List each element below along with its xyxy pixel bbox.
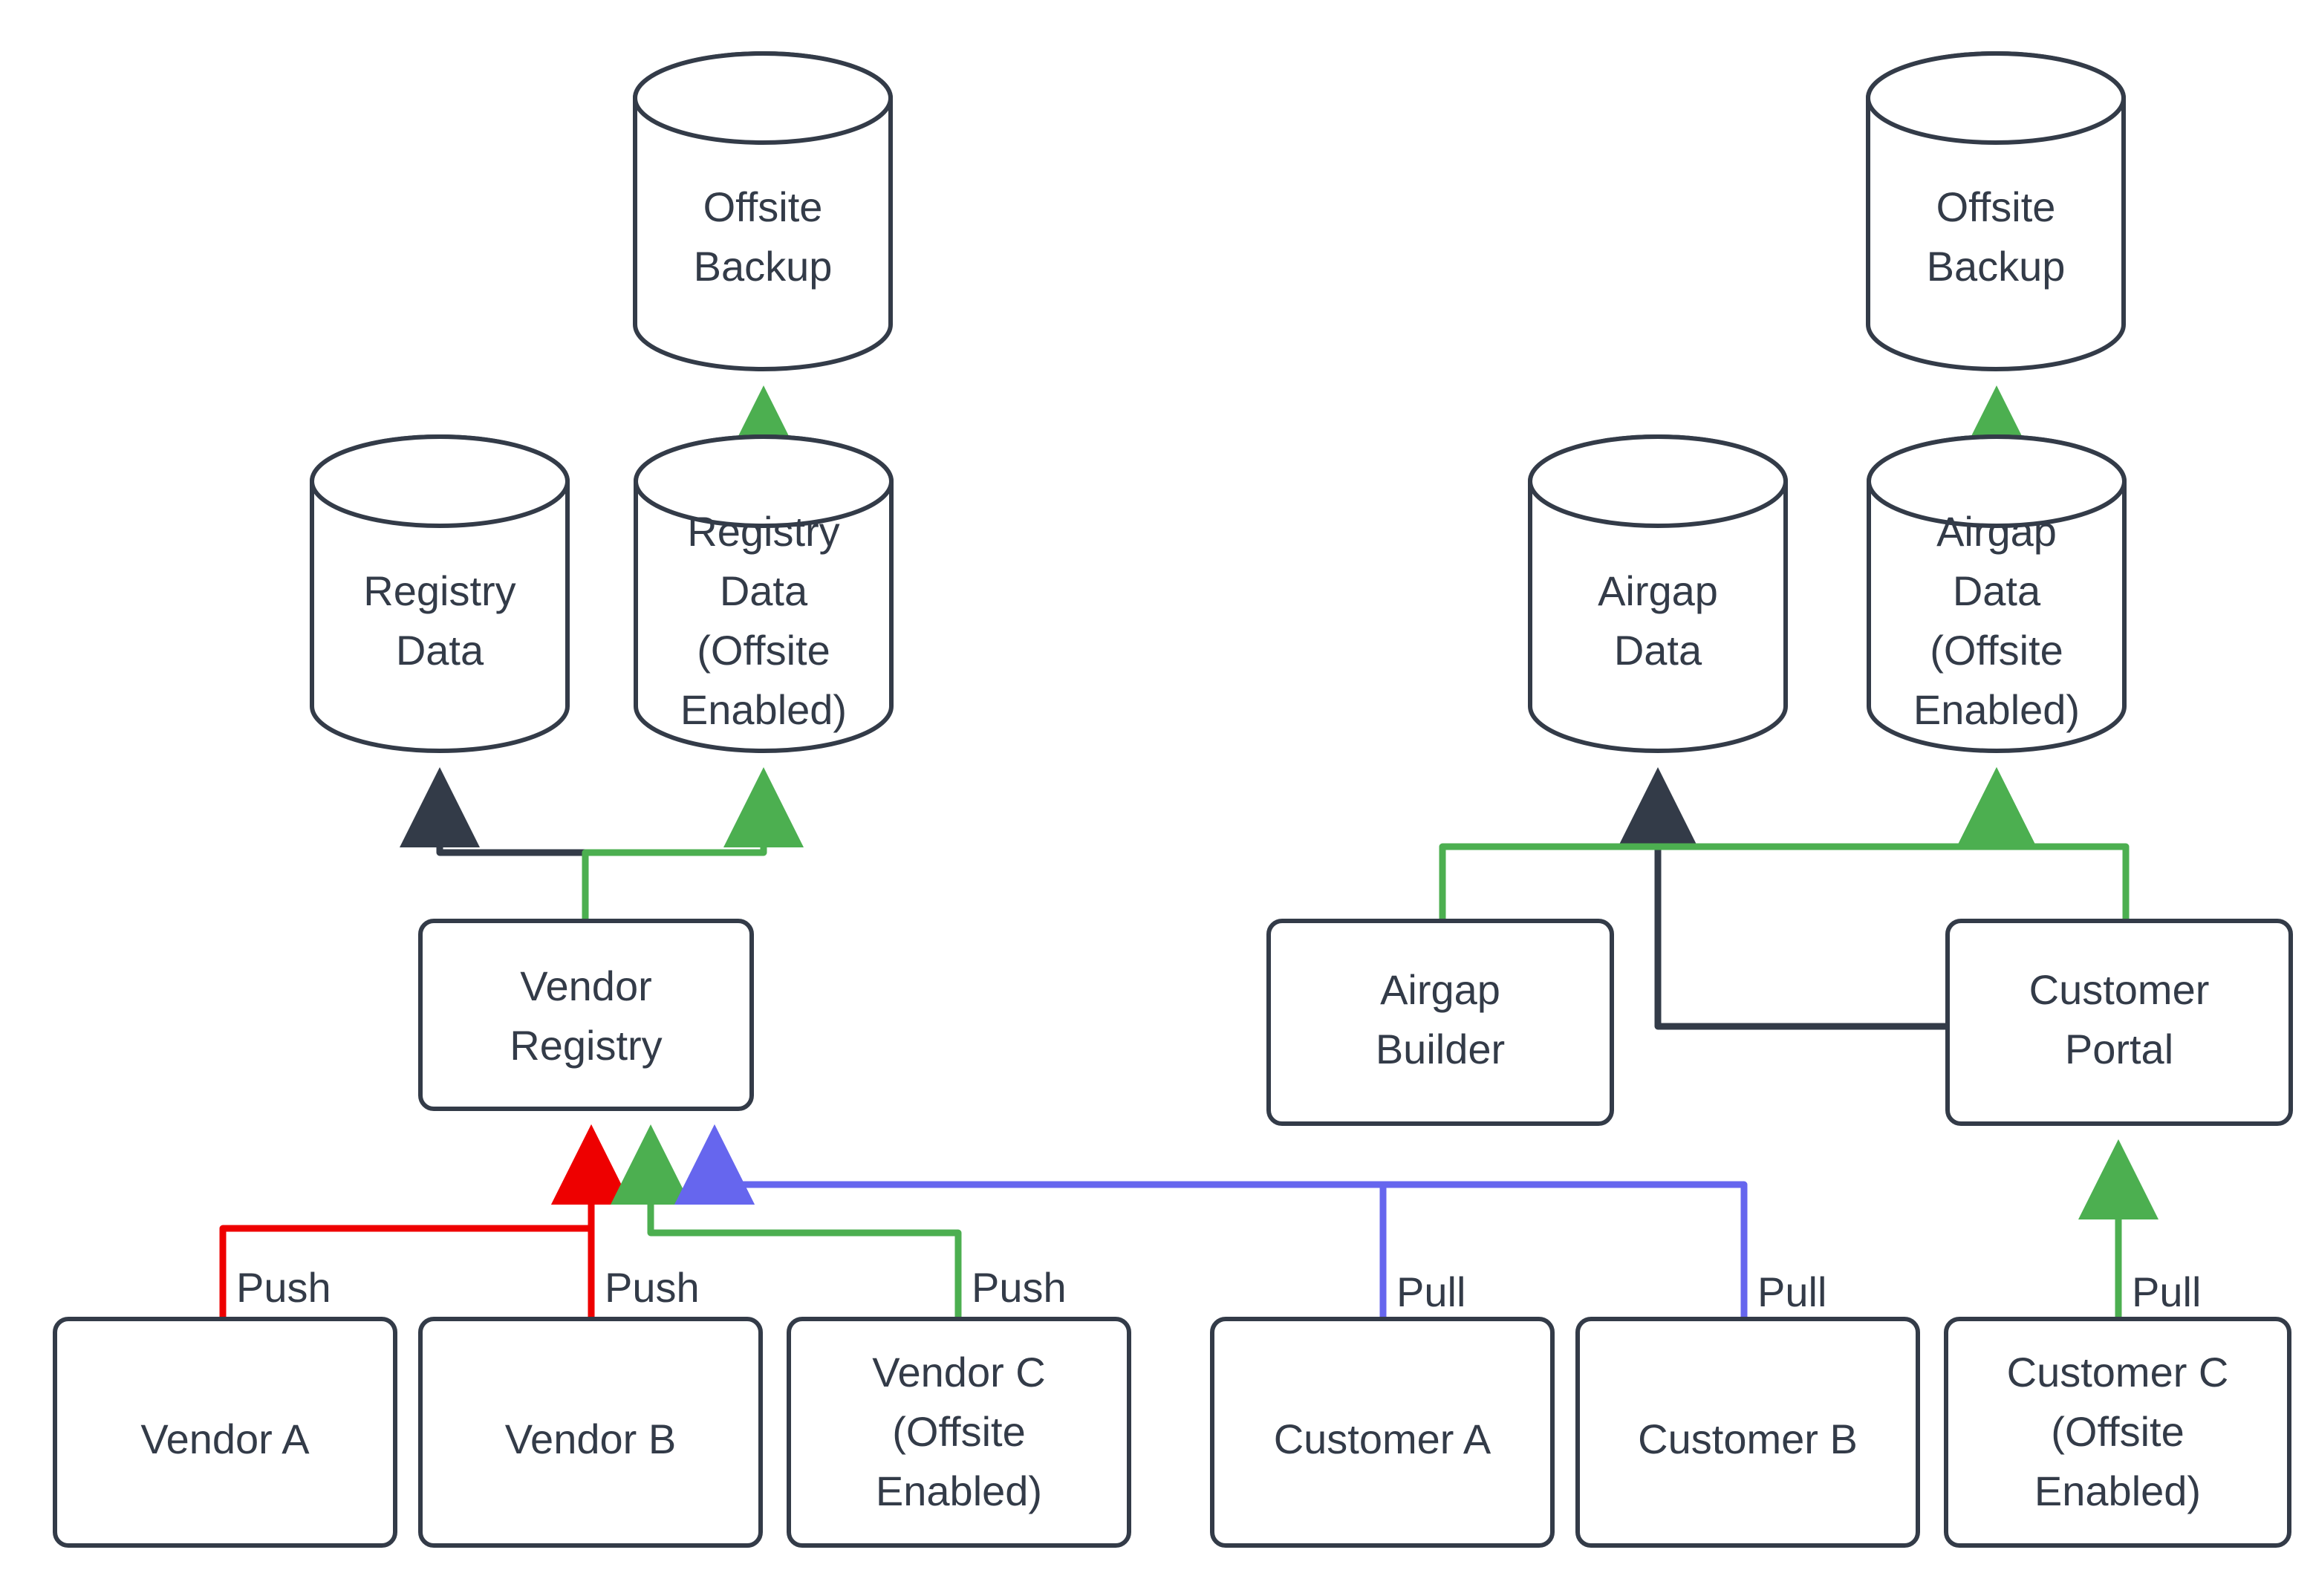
node-customer-c[interactable]: Customer C (Offsite Enabled) <box>1944 1317 2291 1548</box>
node-vendor-c[interactable]: Vendor C (Offsite Enabled) <box>787 1317 1131 1548</box>
edge-label-push-b: Push <box>605 1264 700 1311</box>
edge-vendor-c-push <box>611 1124 962 1317</box>
airgap-data-line2: Data <box>1614 627 1702 674</box>
node-offsite-backup-left[interactable]: Offsite Backup <box>632 51 894 371</box>
node-customer-a[interactable]: Customer A <box>1210 1317 1555 1548</box>
airgap-builder-line2: Builder <box>1376 1026 1505 1072</box>
edge-vendor-registry-to-registry-data-offsite <box>582 767 804 919</box>
customer-a-label: Customer A <box>1274 1416 1491 1462</box>
edge-airgap-builder-to-airgap-data-offsite <box>1439 767 2037 919</box>
vendor-a-label: Vendor A <box>140 1416 310 1462</box>
node-vendor-registry[interactable]: Vendor Registry <box>418 919 754 1111</box>
edge-customer-portal-to-airgap-data <box>1618 767 1946 1030</box>
customer-portal-line2: Portal <box>2065 1026 2173 1072</box>
vendor-c-line1: Vendor C <box>872 1349 1046 1395</box>
vendor-registry-line1: Vendor <box>520 963 652 1009</box>
edge-label-pull-b: Pull <box>1757 1268 1826 1315</box>
customer-portal-line1: Customer <box>2029 966 2210 1013</box>
customer-b-label: Customer B <box>1638 1416 1858 1462</box>
offsite-backup-right-line2: Backup <box>1927 243 2066 290</box>
node-offsite-backup-right[interactable]: Offsite Backup <box>1865 51 2127 371</box>
registry-data-offsite-line3: (Offsite <box>697 627 830 674</box>
node-airgap-builder[interactable]: Airgap Builder <box>1266 919 1614 1126</box>
airgap-data-offsite-line4: Enabled) <box>1913 686 2080 733</box>
edge-customer-b-pull <box>674 1124 1748 1317</box>
airgap-data-offsite-line3: (Offsite <box>1930 627 2063 674</box>
vendor-b-label: Vendor B <box>505 1416 676 1462</box>
edge-label-pull-c: Pull <box>2132 1268 2201 1315</box>
airgap-data-line1: Airgap <box>1598 567 1718 614</box>
registry-data-offsite-line4: Enabled) <box>680 686 847 733</box>
node-vendor-b[interactable]: Vendor B <box>418 1317 763 1548</box>
offsite-backup-left-line1: Offsite <box>703 183 823 230</box>
edge-vendor-registry-to-registry-data <box>400 767 589 919</box>
offsite-backup-right-line1: Offsite <box>1936 183 2056 230</box>
vendor-c-line3: Enabled) <box>876 1468 1042 1514</box>
airgap-data-offsite-line1: Airgap <box>1936 508 2057 555</box>
node-registry-data-offsite[interactable]: Registry Data (Offsite Enabled) <box>633 434 894 753</box>
airgap-data-offsite-line2: Data <box>1953 567 2041 614</box>
vendor-registry-line2: Registry <box>510 1022 662 1069</box>
customer-c-line1: Customer C <box>2007 1349 2229 1395</box>
node-registry-data[interactable]: Registry Data <box>309 434 570 753</box>
edge-customer-portal-to-airgap-data-offsite <box>1956 767 2130 919</box>
edge-label-push-c: Push <box>972 1264 1067 1311</box>
offsite-backup-left-line2: Backup <box>694 243 833 290</box>
registry-data-line2: Data <box>396 627 484 674</box>
customer-c-line2: (Offsite <box>2051 1408 2184 1455</box>
customer-c-line3: Enabled) <box>2034 1468 2201 1514</box>
node-customer-b[interactable]: Customer B <box>1575 1317 1920 1548</box>
registry-data-offsite-line1: Registry <box>687 508 839 555</box>
node-airgap-data-offsite[interactable]: Airgap Data (Offsite Enabled) <box>1866 434 2127 753</box>
registry-data-line1: Registry <box>363 567 515 614</box>
vendor-c-line2: (Offsite <box>892 1408 1025 1455</box>
edge-label-pull-a: Pull <box>1396 1268 1465 1315</box>
edge-label-push-a: Push <box>236 1264 331 1311</box>
node-airgap-data[interactable]: Airgap Data <box>1527 434 1789 753</box>
airgap-builder-line1: Airgap <box>1380 966 1500 1013</box>
node-customer-portal[interactable]: Customer Portal <box>1945 919 2293 1126</box>
registry-data-offsite-line2: Data <box>720 567 808 614</box>
node-vendor-a[interactable]: Vendor A <box>53 1317 397 1548</box>
